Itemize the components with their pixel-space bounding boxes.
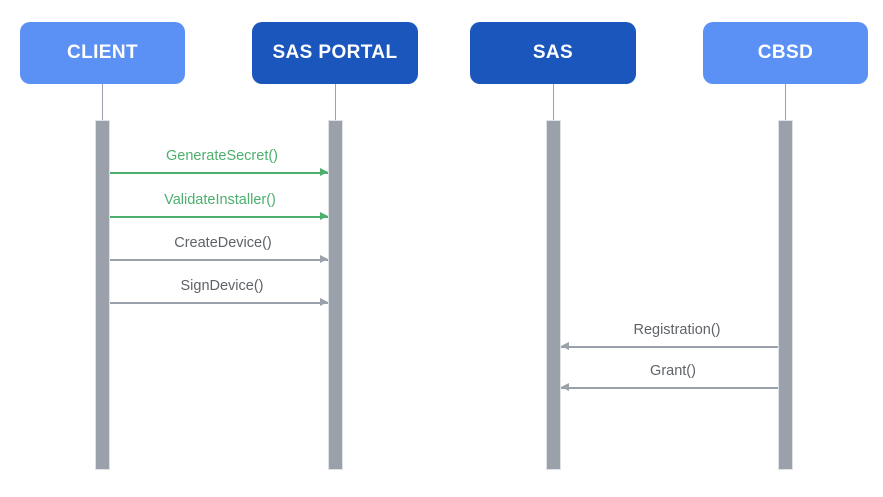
message-label-sign-device: SignDevice() (180, 278, 264, 294)
lifeline-sas (552, 84, 554, 120)
arrowhead-left-icon-registration (561, 342, 569, 351)
actor-box-cbsd[interactable]: CBSD (703, 22, 868, 84)
actor-box-client[interactable]: CLIENT (20, 22, 185, 84)
arrowhead-right-icon-generate-secret (320, 168, 328, 177)
message-label-grant: Grant() (650, 363, 696, 379)
message-arrow-sign-device (110, 302, 328, 304)
activation-bar-client (95, 120, 110, 470)
message-arrow-create-device (110, 259, 328, 261)
message-arrow-validate-installer (110, 216, 328, 218)
activation-bar-sas (546, 120, 561, 470)
activation-bar-sas-portal (328, 120, 343, 470)
message-arrow-registration (561, 346, 778, 348)
actor-box-sas-portal[interactable]: SAS PORTAL (252, 22, 418, 84)
arrowhead-left-icon-grant (561, 383, 569, 392)
actor-box-sas[interactable]: SAS (470, 22, 636, 84)
message-label-create-device: CreateDevice() (174, 235, 272, 251)
lifeline-cbsd (784, 84, 786, 120)
message-label-registration: Registration() (633, 322, 721, 338)
message-label-generate-secret: GenerateSecret() (165, 148, 279, 164)
lifeline-sas-portal (334, 84, 336, 120)
lifeline-client (101, 84, 103, 120)
arrowhead-right-icon-create-device (320, 255, 328, 264)
activation-bar-cbsd (778, 120, 793, 470)
arrowhead-right-icon-validate-installer (320, 212, 328, 221)
message-arrow-grant (561, 387, 778, 389)
arrowhead-right-icon-sign-device (320, 298, 328, 307)
message-arrow-generate-secret (110, 172, 328, 174)
message-label-validate-installer: ValidateInstaller() (164, 192, 276, 208)
